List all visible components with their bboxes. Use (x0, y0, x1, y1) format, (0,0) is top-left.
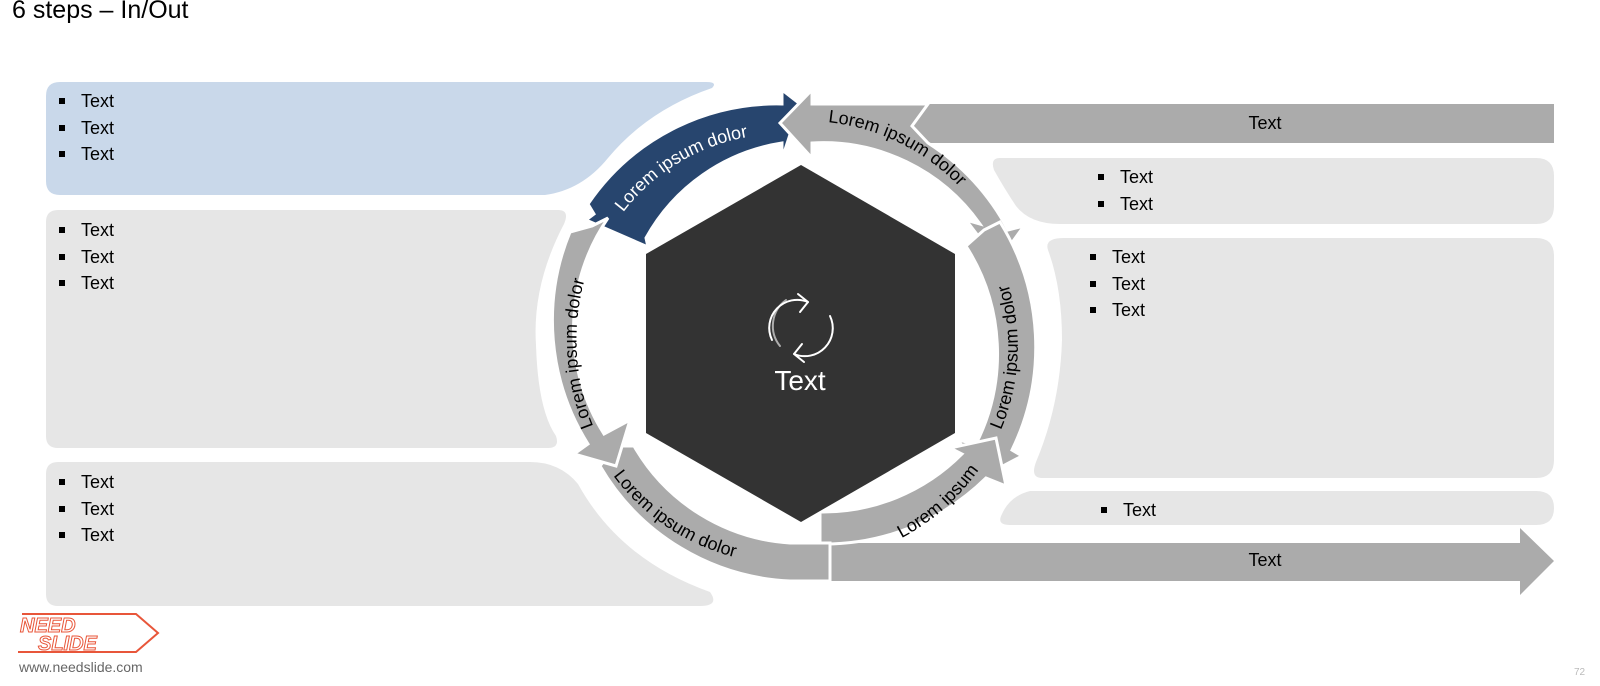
right-panel-1 (992, 158, 1554, 224)
in-arrow-label: Text (1248, 113, 1282, 133)
list-item: Text (59, 141, 114, 168)
center-label: Text (774, 365, 826, 396)
website-url: www.needslide.com (19, 659, 143, 675)
left-panel-3 (46, 462, 714, 606)
svg-text:SLIDE: SLIDE (38, 633, 98, 655)
list-item: Text (1090, 244, 1145, 271)
list-item: Text (1098, 191, 1153, 218)
list-item: Text (1098, 164, 1153, 191)
in-arrow (912, 104, 1554, 143)
ring-segment-left (550, 214, 633, 468)
left-panel-1-list: Text Text Text (59, 88, 114, 168)
needslide-logo: NEED SLIDE (18, 613, 160, 656)
right-panel-1-list: Text Text (1098, 164, 1153, 217)
slide-title: 6 steps – In/Out (12, 0, 189, 24)
right-panel-3-list: Text (1101, 497, 1156, 524)
right-panel-3 (1000, 491, 1554, 525)
left-panel-2 (46, 210, 566, 448)
page-number: 72 (1574, 667, 1586, 678)
left-panel-2-list: Text Text Text (59, 217, 114, 297)
list-item: Text (1101, 497, 1156, 524)
ring-segment-top-left (583, 86, 802, 250)
right-panel-2-list: Text Text Text (1090, 244, 1145, 324)
left-panel-1 (46, 82, 714, 195)
out-arrow-label: Text (1248, 550, 1282, 570)
list-item: Text (59, 270, 114, 297)
list-item: Text (1090, 297, 1145, 324)
svg-text:NEED: NEED (20, 615, 76, 637)
ring-segment-bottom-left (598, 444, 832, 583)
list-item: Text (59, 217, 114, 244)
ring-segment-bottom-right (818, 436, 1009, 546)
right-panel-2 (1034, 238, 1554, 478)
list-item: Text (59, 496, 114, 523)
out-arrow (790, 528, 1554, 595)
list-item: Text (1090, 271, 1145, 298)
list-item: Text (59, 244, 114, 271)
ring-segment-top-right (777, 86, 1028, 265)
refresh-cycle-icon (768, 293, 834, 363)
left-panel-3-list: Text Text Text (59, 469, 114, 549)
list-item: Text (59, 88, 114, 115)
list-item: Text (59, 469, 114, 496)
center-hexagon (646, 165, 955, 522)
list-item: Text (59, 115, 114, 142)
list-item: Text (59, 522, 114, 549)
